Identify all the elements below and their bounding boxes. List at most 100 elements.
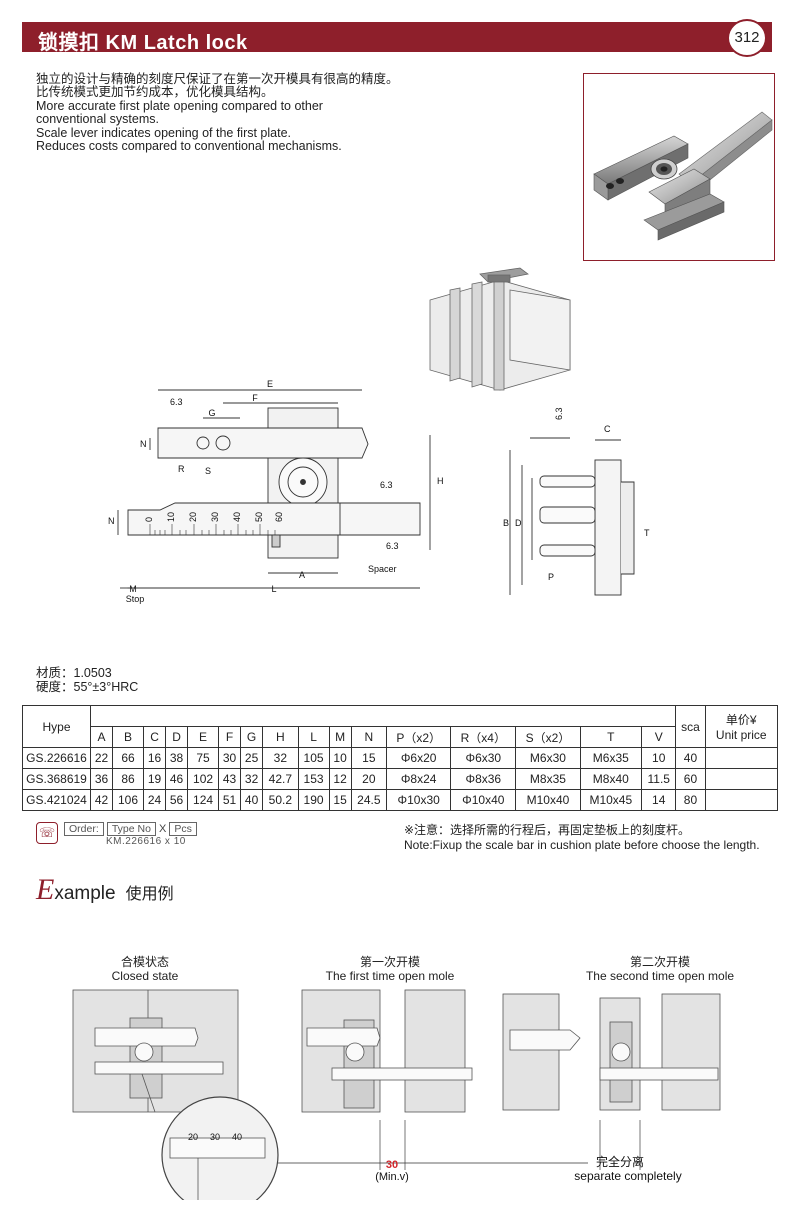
roughness-label: 6.3: [380, 480, 393, 490]
type-cell: GS.421024: [22, 789, 91, 811]
price-header-en: Unit price: [715, 728, 767, 742]
table-cell: 12: [328, 768, 352, 790]
column-header: M: [328, 726, 352, 748]
intro-text: 独立的设计与精确的刻度尺保证了在第一次开模具有很高的精度。 比传统模式更加节约成…: [36, 72, 556, 154]
material-spec: 材质：1.0503 硬度：55°±3°HRC: [36, 666, 138, 694]
type-no-label: Type No: [106, 822, 156, 836]
column-header: S（x2）: [515, 726, 581, 748]
caption-en: The first time open mole: [325, 969, 455, 983]
column-header: P（x2）: [386, 726, 452, 748]
table-cell: 46: [165, 768, 189, 790]
table-header-top: Hype sca 单价¥ Unit price: [22, 705, 779, 748]
table-cell: 190: [297, 789, 330, 811]
table-cell: 40: [240, 789, 264, 811]
table-cell: 153: [297, 768, 330, 790]
second-open-drawing: [502, 993, 721, 1170]
table-cell: 124: [187, 789, 220, 811]
table-cell: Φ6x30: [450, 747, 517, 769]
table-cell: 66: [112, 747, 145, 769]
column-header: G: [240, 726, 264, 748]
table-cell: 32: [240, 768, 264, 790]
roughness-label: 6.3: [386, 541, 399, 551]
order-info: ☏ Order: Type No X Pcs KM.226616 x 10: [36, 822, 197, 847]
column-header: F: [218, 726, 242, 748]
example-cn: 使用例: [125, 886, 174, 903]
table-cell: 102: [187, 768, 220, 790]
pcs-label: Pcs: [169, 822, 197, 836]
open-distance-value: 30: [386, 1159, 398, 1171]
page-title: 锁摸扣 KM Latch lock: [38, 32, 248, 54]
scale-tick-label: 40: [232, 512, 242, 522]
caption-cn: 第二次开模: [629, 955, 690, 969]
stop-label: Stop: [126, 594, 145, 604]
table-cell: Φ10x40: [450, 789, 517, 811]
intro-line: conventional systems.: [36, 112, 159, 127]
intro-line: 比传统模式更加节约成本，优化模具结构。: [36, 85, 274, 100]
price-header-cn: 单价¥: [725, 713, 757, 727]
table-cell: Φ10x30: [386, 789, 452, 811]
caption-second-open: 第二次开模 The second time open mole: [580, 955, 740, 983]
table-cell: 105: [297, 747, 330, 769]
page-header: 锁摸扣 KM Latch lock 312: [0, 0, 800, 58]
example-cap: E: [36, 873, 55, 906]
intro-line: Scale lever indicates opening of the fir…: [36, 125, 292, 140]
scale-tick-label: 50: [254, 512, 264, 522]
closed-state-drawing: [72, 989, 279, 1200]
table-cell: 42: [89, 789, 114, 811]
type-cell: GS.368619: [22, 768, 91, 790]
column-header: L: [297, 726, 330, 748]
dim-label-t: T: [644, 528, 650, 538]
dim-label-a: A: [299, 570, 305, 580]
order-example: KM.226616 x 10: [106, 836, 186, 847]
front-view: [117, 389, 431, 589]
dim-label-c: C: [604, 424, 611, 434]
table-cell: 32: [262, 747, 299, 769]
order-label: Order:: [64, 822, 104, 836]
material-line: 材质：1.0503: [36, 666, 112, 680]
table-cell: M10x45: [579, 789, 643, 811]
table-cell: 86: [112, 768, 145, 790]
dim-label-r: R: [178, 464, 185, 474]
table-cell: 14: [641, 789, 677, 811]
min-value-note: (Min.v): [375, 1171, 409, 1183]
table-cell: 24: [143, 789, 167, 811]
note-en: Note:Fixup the scale bar in cushion plat…: [404, 838, 760, 852]
spacer-label: Spacer: [368, 564, 397, 574]
intro-line: More accurate first plate opening compar…: [36, 98, 323, 113]
table-cell: Φ8x36: [450, 768, 517, 790]
header-blank: [89, 705, 677, 727]
scale-tick-label: 60: [274, 512, 284, 522]
times-symbol: X: [159, 823, 167, 835]
zoom-tick-label: 30: [210, 1132, 220, 1142]
mold-isometric: [429, 267, 571, 391]
zoom-tick-label: 40: [232, 1132, 242, 1142]
column-header: E: [187, 726, 220, 748]
order-format: Order: Type No X Pcs: [64, 822, 197, 836]
table-cell: 51: [218, 789, 242, 811]
type-cell: GS.226616: [22, 747, 91, 769]
dim-label-e: E: [267, 379, 273, 389]
hardness-line: 硬度：55°±3°HRC: [36, 680, 139, 694]
column-header: H: [262, 726, 299, 748]
caption-cn: 第一次开模: [359, 955, 420, 969]
latch-lock-render: [593, 111, 773, 241]
column-header: A: [89, 726, 114, 748]
dim-label-n: N: [140, 439, 147, 449]
intro-line: Reduces costs compared to conventional m…: [36, 139, 342, 154]
column-header: R（x4）: [450, 726, 517, 748]
price-cell: [704, 747, 779, 769]
table-cell: 16: [143, 747, 167, 769]
caption-closed: 合模状态 Closed state: [100, 955, 190, 983]
phone-icon: ☏: [36, 822, 58, 844]
scale-tick-label: 0: [144, 517, 154, 522]
table-cell: 24.5: [350, 789, 388, 811]
separate-en: separate completely: [574, 1169, 681, 1183]
table-cell: Φ8x24: [386, 768, 452, 790]
table-cell: 42.7: [262, 768, 299, 790]
table-cell: 15: [350, 747, 388, 769]
table-cell: M6x35: [579, 747, 643, 769]
